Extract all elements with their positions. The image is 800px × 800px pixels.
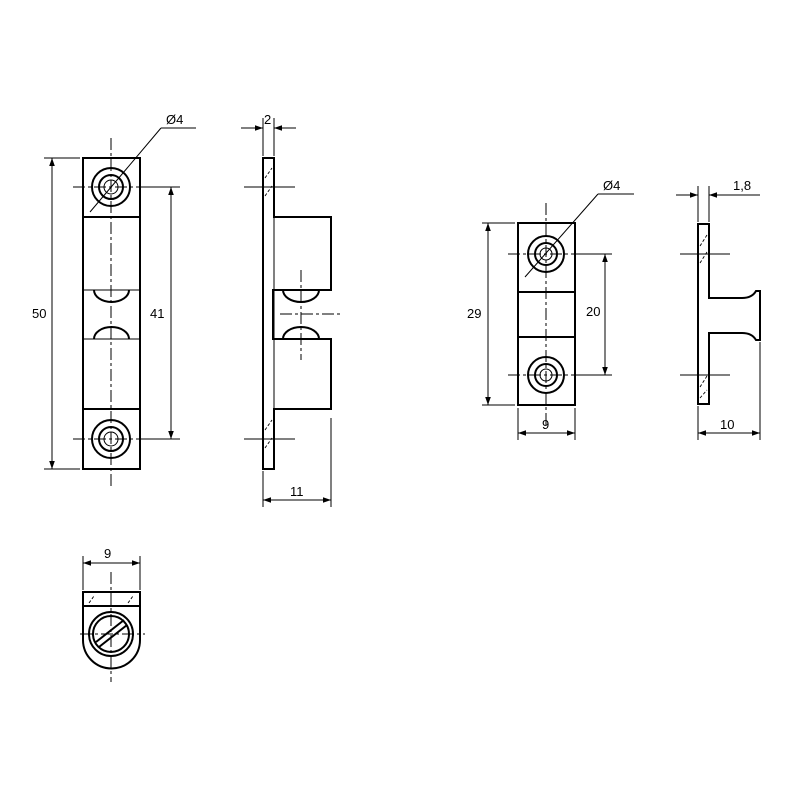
small-thickness-label: 1,8 [733,178,751,193]
large-height-label: 50 [32,306,46,321]
small-height-label: 29 [467,306,481,321]
small-hole-spacing-label: 20 [586,304,600,319]
small-catch-front-view: Ø4 29 20 9 [467,178,634,440]
small-hole-diameter-label: Ø4 [603,178,620,193]
small-width-label: 9 [542,417,549,432]
large-thickness-label: 2 [264,112,271,127]
large-catch-front-view: Ø4 50 41 [32,112,196,489]
large-hole-diameter-label: Ø4 [166,112,183,127]
small-side-profile [697,223,761,405]
large-hole-spacing-label: 41 [150,306,164,321]
large-bottom-profile [82,591,141,670]
large-depth-label: 11 [290,484,304,499]
small-body-outline [517,222,576,406]
large-bottom-width-label: 9 [104,546,111,561]
small-depth-label: 10 [720,417,734,432]
small-catch-side-view: 1,8 10 [676,178,761,440]
hole-leader-line [89,127,162,213]
large-catch-bottom-view: 9 [80,546,145,682]
large-catch-side-view: 2 11 [241,112,340,507]
